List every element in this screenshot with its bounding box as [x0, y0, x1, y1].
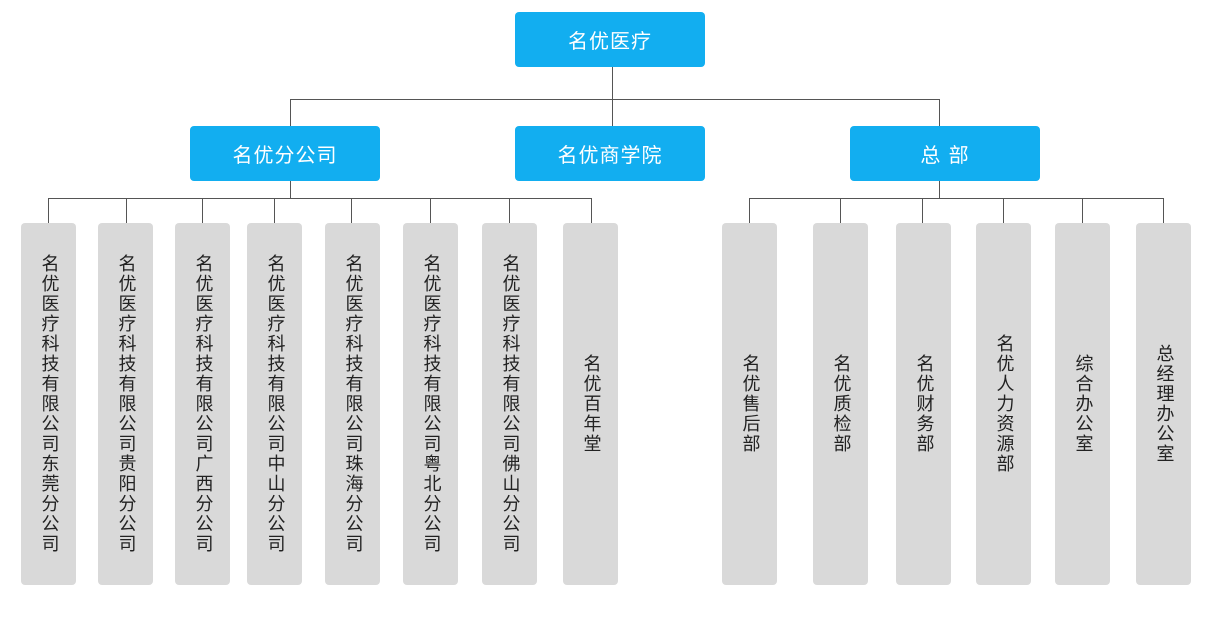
leaf-node-guangxi-branch: 名优医疗科技有限公司广西分公司	[175, 223, 230, 585]
branch-node-label: 名优商学院	[557, 143, 663, 167]
leaf-node-label: 名优人力资源部	[993, 334, 1015, 474]
leaf-node-label: 名优医疗科技有限公司佛山分公司	[499, 254, 521, 554]
connector-branch-2-up	[939, 99, 940, 127]
connector-leaf-0-0	[48, 198, 49, 224]
leaf-node-gm-office: 总经理办公室	[1136, 223, 1191, 585]
root-node-label: 名优医疗	[568, 29, 652, 53]
leaf-node-label: 名优医疗科技有限公司贵阳分公司	[115, 254, 137, 554]
leaf-node-quality-inspection: 名优质检部	[813, 223, 868, 585]
root-node: 名优医疗	[515, 12, 705, 67]
leaf-node-label: 名优医疗科技有限公司东莞分公司	[38, 254, 60, 554]
leaf-node-general-office: 综合办公室	[1055, 223, 1110, 585]
connector-leaf-0-1	[126, 198, 127, 224]
leaf-node-label: 名优财务部	[913, 354, 935, 454]
leaf-node-label: 名优百年堂	[580, 354, 602, 454]
connector-leaf-2-2	[922, 198, 923, 224]
connector-leaf-2-0	[749, 198, 750, 224]
leaf-node-label: 综合办公室	[1072, 354, 1094, 454]
connector-leaf-0-3	[274, 198, 275, 224]
branch-node-branch-offices: 名优分公司	[190, 126, 380, 181]
leaf-node-label: 名优质检部	[830, 354, 852, 454]
connector-root-down	[612, 66, 613, 99]
branch-node-label: 总 部	[920, 143, 970, 167]
branch-node-label: 名优分公司	[232, 143, 338, 167]
connector-branch-2-down	[939, 180, 940, 198]
leaf-node-foshan-branch: 名优医疗科技有限公司佛山分公司	[482, 223, 537, 585]
connector-branch-2-bar	[749, 198, 1163, 199]
leaf-node-after-sales: 名优售后部	[722, 223, 777, 585]
leaf-node-label: 总经理办公室	[1153, 344, 1175, 464]
leaf-node-human-resources: 名优人力资源部	[976, 223, 1031, 585]
leaf-node-zhongshan-branch: 名优医疗科技有限公司中山分公司	[247, 223, 302, 585]
leaf-node-yuebei-branch: 名优医疗科技有限公司粤北分公司	[403, 223, 458, 585]
connector-leaf-2-4	[1082, 198, 1083, 224]
leaf-node-finance: 名优财务部	[896, 223, 951, 585]
branch-node-business-school: 名优商学院	[515, 126, 705, 181]
connector-branch-1-up	[612, 99, 613, 127]
leaf-node-label: 名优售后部	[739, 354, 761, 454]
leaf-node-label: 名优医疗科技有限公司中山分公司	[264, 254, 286, 554]
connector-leaf-0-4	[351, 198, 352, 224]
leaf-node-label: 名优医疗科技有限公司粤北分公司	[420, 254, 442, 554]
branch-node-headquarters: 总 部	[850, 126, 1040, 181]
leaf-node-label: 名优医疗科技有限公司广西分公司	[192, 254, 214, 554]
leaf-node-guiyang-branch: 名优医疗科技有限公司贵阳分公司	[98, 223, 153, 585]
connector-branch-0-down	[290, 180, 291, 198]
leaf-node-bainiantang: 名优百年堂	[563, 223, 618, 585]
connector-leaf-0-2	[202, 198, 203, 224]
connector-leaf-0-6	[509, 198, 510, 224]
connector-leaf-2-1	[840, 198, 841, 224]
leaf-node-dongguan-branch: 名优医疗科技有限公司东莞分公司	[21, 223, 76, 585]
connector-leaf-0-7	[591, 198, 592, 224]
leaf-node-zhuhai-branch: 名优医疗科技有限公司珠海分公司	[325, 223, 380, 585]
connector-level1-bar	[290, 99, 940, 100]
connector-branch-0-bar	[48, 198, 592, 199]
leaf-node-label: 名优医疗科技有限公司珠海分公司	[342, 254, 364, 554]
connector-branch-0-up	[290, 99, 291, 127]
connector-leaf-2-3	[1003, 198, 1004, 224]
connector-leaf-0-5	[430, 198, 431, 224]
connector-leaf-2-5	[1163, 198, 1164, 224]
